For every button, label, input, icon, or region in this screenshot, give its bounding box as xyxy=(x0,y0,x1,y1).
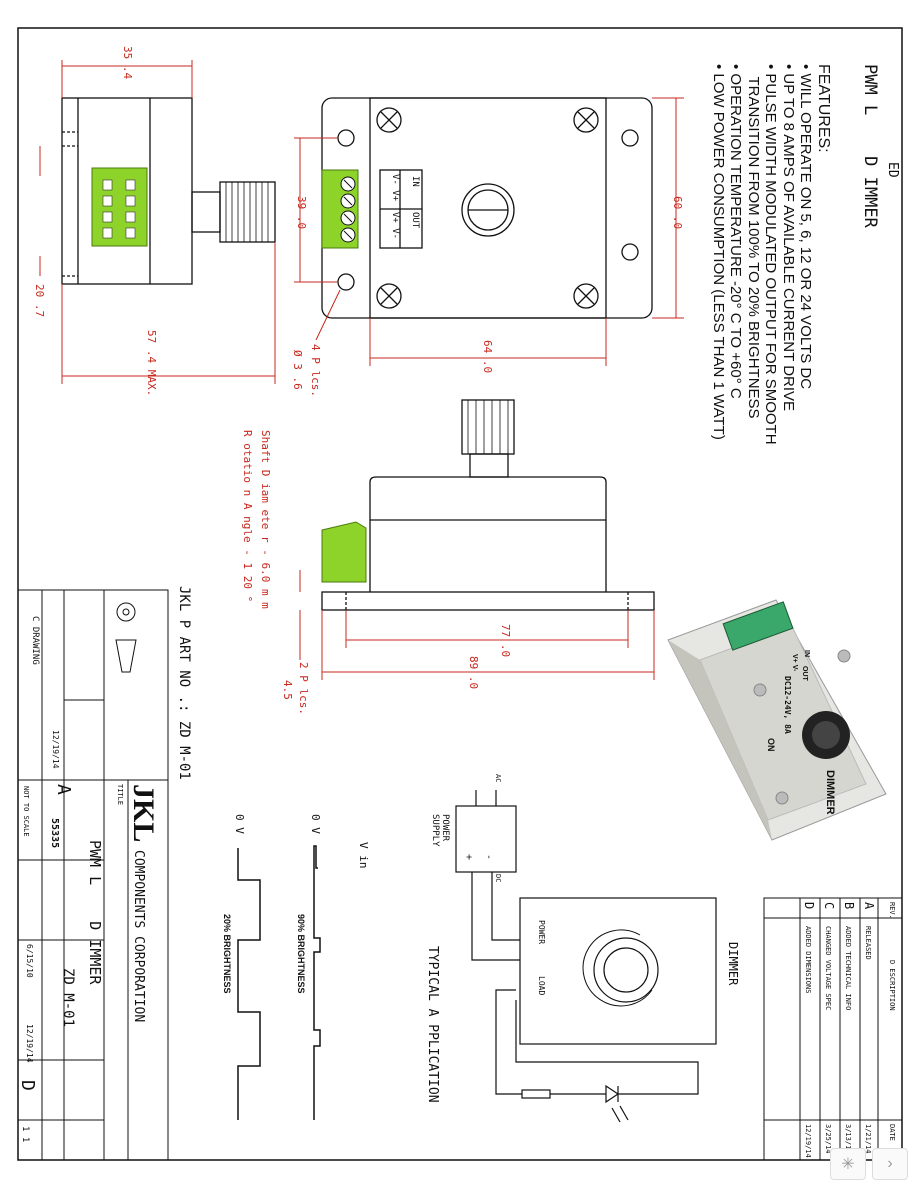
pins-dia: 4.5 xyxy=(281,680,294,700)
terminal-in-label: IN xyxy=(410,176,420,187)
product-photo xyxy=(667,599,887,841)
product-title-sup: ED xyxy=(885,162,900,178)
photo-label-out: OUT xyxy=(801,666,808,681)
shaft-diameter-note: Shaft D iam ete r - 6.0 m m xyxy=(259,430,272,609)
front-view xyxy=(321,399,655,611)
dim-20-7: 20 .7 xyxy=(33,284,46,318)
feature-item: • WILL OPERATE ON 5, 6, 12 OR 24 VOLTS D… xyxy=(797,64,815,390)
dimmer-power-label: POWER xyxy=(537,920,546,945)
rev-header-desc: D ESCRIPTION xyxy=(888,960,896,1011)
rev-row-desc: CHANGED VOLTAGE SPEC xyxy=(824,926,832,1011)
dim-60-0: 60 .0 xyxy=(671,196,684,230)
dimmer-load-label: LOAD xyxy=(537,976,546,996)
top-dims xyxy=(294,97,684,366)
dim-35-4: 35 .4 xyxy=(121,46,134,80)
feature-item: • PULSE WIDTH MODULATED OUTPUT FOR SMOOT… xyxy=(762,64,780,445)
ac-label: AC xyxy=(494,774,502,783)
application-title: TYPICAL A PPLICATION xyxy=(425,946,440,1103)
photo-label-pins: V+ V- xyxy=(791,654,798,672)
rev-header-rev: REV. xyxy=(888,902,896,919)
side-body xyxy=(61,97,193,285)
rev-row-letter: A xyxy=(862,902,876,910)
drawing-number: ZD M-01 xyxy=(60,968,76,1028)
size-letter: A xyxy=(53,784,74,795)
front-dims xyxy=(299,570,655,680)
dim-77-0: 77 .0 xyxy=(499,624,512,658)
features-block: FEATURES: • WILL OPERATE ON 5, 6, 12 OR … xyxy=(710,64,832,445)
terminal-in-pins: V- V+ xyxy=(390,174,400,202)
dim-57-4: 57 .4 MAX. xyxy=(145,330,158,397)
holes-dia: Ø 3 .6 xyxy=(291,350,304,390)
rev-row-desc: RELEASED xyxy=(864,926,872,960)
viewer-nav: ✳ › xyxy=(830,1148,908,1180)
power-supply-label: POWER SUPPLY xyxy=(430,814,450,847)
power-supply-box xyxy=(455,805,517,873)
rev-row-letter: D xyxy=(802,902,816,910)
features-heading: FEATURES: xyxy=(815,64,832,153)
rev-row-letter: C xyxy=(822,902,836,910)
side-terminal-green xyxy=(91,167,148,247)
ps-plus: + xyxy=(463,854,474,861)
photo-label-dimmer: DIMMER xyxy=(824,770,836,815)
cage-code: 55335 xyxy=(49,818,60,849)
sheet-number: 1 1 xyxy=(20,1126,30,1143)
pins-label: 2 P lcs. xyxy=(297,662,310,715)
part-number: JKL P ART NO .: ZD M-01 xyxy=(176,586,192,780)
feature-item: • OPERATION TEMPERATURE -20° C TO +60° C xyxy=(727,64,745,399)
company-name: COMPONENTS CORPORATION xyxy=(131,850,146,1023)
company-logo: JKL xyxy=(127,784,160,843)
rotation-angle-note: R otatio n A ngle - 1 20 ° xyxy=(241,430,254,603)
typical-application xyxy=(455,790,717,1123)
pinwheel-icon[interactable]: ✳ xyxy=(830,1148,866,1180)
ov-label-1: 0 V xyxy=(309,814,322,834)
feature-item: • UP TO 8 AMPS OF AVAILABLE CURRENT DRIV… xyxy=(780,64,797,412)
ps-minus: - xyxy=(483,854,494,861)
rev-row-letter: B xyxy=(842,902,856,910)
revision-letter: D xyxy=(17,1080,38,1091)
front-terminal-green xyxy=(321,521,367,583)
brightness-90-label: 90% BRIGHTNESS xyxy=(296,914,306,994)
date-1: 6/15/10 xyxy=(25,944,34,978)
rev-row-desc: ADDED TECHNICAL INFO xyxy=(844,926,852,1011)
date-2: 12/19/14 xyxy=(25,1024,34,1063)
dim-64-0: 64 .0 xyxy=(481,340,494,374)
rev-row-desc: ADDED DIMENSIONS xyxy=(804,926,812,994)
title-label: TITLE xyxy=(116,784,124,806)
dim-89-0: 89 .0 xyxy=(467,656,480,690)
photo-label-on: ON xyxy=(766,738,776,752)
title-line-1: PWM L D IMMER xyxy=(86,840,104,985)
front-base xyxy=(321,591,655,611)
revision-table xyxy=(763,897,903,1161)
vin-label: V in xyxy=(357,842,370,869)
title-block xyxy=(17,589,169,1161)
top-view xyxy=(321,97,653,319)
product-title: PWM L D IMMER xyxy=(860,64,880,228)
rev-header-date: DATE xyxy=(888,1124,896,1141)
date-drawn: 12/19/14 xyxy=(51,730,60,769)
top-base xyxy=(321,97,653,319)
scale-note: NOT TO SCALE xyxy=(22,786,30,837)
feature-item: • LOW POWER CONSUMPTION (LESS THAN 1 WAT… xyxy=(710,64,727,440)
brightness-20-label: 20% BRIGHTNESS xyxy=(222,914,232,994)
side-dims xyxy=(39,60,276,384)
side-view xyxy=(61,97,276,285)
chevron-right-icon[interactable]: › xyxy=(872,1148,908,1180)
ov-label-2: 0 V xyxy=(233,814,246,834)
dim-39-0: 39 .0 xyxy=(295,196,308,230)
photo-label-in: IN xyxy=(803,650,810,657)
rev-row-date: 12/19/14 xyxy=(804,1124,812,1158)
feature-item: TRANSITION FROM 100% TO 20% BRIGHTNESS xyxy=(745,76,762,419)
dimmer-box xyxy=(519,897,717,1045)
photo-label-rating: DC12-24V, 8A xyxy=(783,676,792,734)
waveforms xyxy=(237,845,321,1120)
top-body xyxy=(369,97,607,319)
holes-label: 4 P lcs. xyxy=(309,344,322,397)
terminal-out-pins: V+ V- xyxy=(390,212,400,240)
application-dimmer-label: DIMMER xyxy=(726,942,740,986)
drawing-note: C DRAWING xyxy=(30,616,40,665)
terminal-out-label: OUT xyxy=(410,212,420,229)
dc-label: DC xyxy=(494,874,502,883)
